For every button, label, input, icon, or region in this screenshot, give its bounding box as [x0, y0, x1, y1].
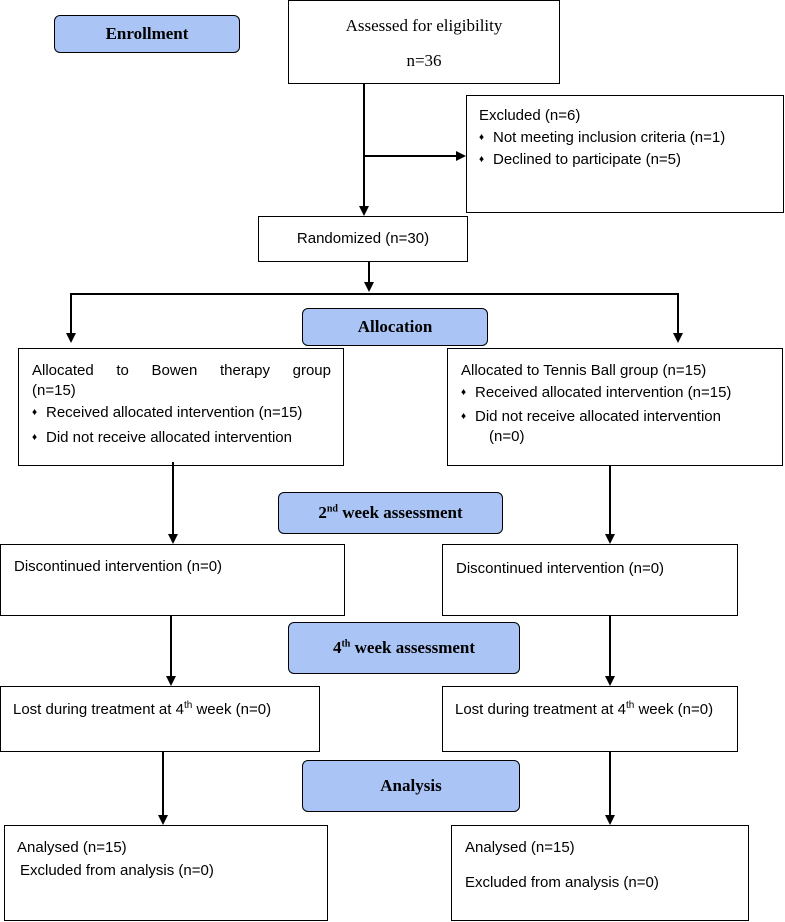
stage-enrollment: Enrollment — [54, 15, 240, 53]
right-received: ♦ Received allocated intervention (n=15) — [461, 384, 732, 401]
right-not-received-n: (n=0) — [489, 428, 525, 445]
randomized-box: Randomized (n=30) — [258, 216, 468, 262]
bullet-icon: ♦ — [461, 411, 467, 422]
right-not-received: ♦ Did not receive allocated intervention — [461, 408, 721, 425]
arrow-right-discontinued — [605, 534, 615, 544]
left-allocated-line1: Allocated to Bowen therapy group — [32, 362, 331, 379]
left-discontinued-box: Discontinued intervention (n=0) — [0, 544, 345, 616]
excluded-item: ♦ Declined to participate (n=5) — [479, 151, 682, 168]
left-allocated-line2: (n=15) — [32, 382, 76, 399]
stage-analysis: Analysis — [302, 760, 520, 812]
arrow-left-discontinued — [168, 534, 178, 544]
right-allocated-box: Allocated to Tennis Ball group (n=15) ♦ … — [447, 348, 783, 466]
left-analysed-box: Analysed (n=15) Excluded from analysis (… — [4, 825, 328, 921]
left-lost-label: Lost during treatment at 4th week (n=0) — [13, 700, 272, 719]
connector-right-alloc-disc — [609, 466, 611, 534]
left-not-received: ♦ Did not receive allocated intervention — [32, 429, 292, 446]
stage-week4-label: 4th week assessment — [332, 638, 476, 657]
arrow-randomized-down — [364, 282, 374, 292]
stage-analysis-label: Analysis — [380, 776, 442, 795]
bullet-icon: ♦ — [32, 407, 38, 418]
stage-enrollment-label: Enrollment — [105, 24, 189, 43]
arrow-left-lost — [166, 676, 176, 686]
stage-week2: 2nd week assessment — [278, 492, 503, 534]
stage-allocation: Allocation — [302, 308, 488, 346]
left-received: ♦ Received allocated intervention (n=15) — [32, 404, 303, 421]
left-allocated-box: Allocated to Bowen therapy group (n=15) … — [18, 348, 344, 466]
connector-left-alloc-disc — [172, 462, 174, 534]
arrow-right-analysed — [605, 815, 615, 825]
left-lost-box: Lost during treatment at 4th week (n=0) — [0, 686, 320, 752]
stage-week4: 4th week assessment — [288, 622, 520, 674]
randomized-label: Randomized (n=30) — [296, 230, 430, 247]
right-lost-label: Lost during treatment at 4th week (n=0) — [455, 700, 714, 719]
arrow-to-excluded — [456, 151, 466, 161]
connector-right-lost-analysed — [609, 752, 611, 815]
arrow-right-allocated — [673, 333, 683, 343]
connector-randomized-down — [368, 262, 370, 282]
assessed-title: Assessed for eligibility — [345, 16, 503, 35]
right-lost-box: Lost during treatment at 4th week (n=0) — [442, 686, 738, 752]
assessed-n: n=36 — [406, 51, 442, 70]
excluded-item: ♦ Not meeting inclusion criteria (n=1) — [479, 129, 726, 146]
right-analysed-box: Analysed (n=15) Excluded from analysis (… — [451, 825, 749, 921]
right-analysed: Analysed (n=15) — [465, 839, 575, 856]
left-excluded-analysis: Excluded from analysis (n=0) — [20, 862, 214, 879]
arrow-left-allocated — [66, 333, 76, 343]
excluded-box: Excluded (n=6) ♦ Not meeting inclusion c… — [466, 95, 784, 213]
connector-assessed-randomized — [363, 84, 365, 206]
connector-right-disc-lost — [609, 616, 611, 676]
arrow-left-analysed — [158, 815, 168, 825]
bullet-icon: ♦ — [479, 154, 485, 165]
right-discontinued-box: Discontinued intervention (n=0) — [442, 544, 738, 616]
connector-left-disc-lost — [170, 616, 172, 676]
arrow-right-lost — [605, 676, 615, 686]
connector-left-down — [70, 293, 72, 333]
connector-split — [70, 293, 678, 295]
connector-right-down — [677, 293, 679, 333]
stage-week2-label: 2nd week assessment — [318, 503, 463, 522]
left-analysed: Analysed (n=15) — [17, 839, 127, 856]
stage-allocation-label: Allocation — [357, 317, 433, 336]
arrow-to-randomized — [359, 206, 369, 216]
assessed-box: Assessed for eligibility n=36 — [288, 0, 560, 84]
connector-left-lost-analysed — [162, 752, 164, 815]
connector-to-excluded — [364, 155, 456, 157]
bullet-icon: ♦ — [32, 432, 38, 443]
right-excluded-analysis: Excluded from analysis (n=0) — [465, 874, 659, 891]
excluded-title: Excluded (n=6) — [479, 107, 581, 124]
right-allocated-title: Allocated to Tennis Ball group (n=15) — [461, 362, 707, 379]
bullet-icon: ♦ — [479, 132, 485, 143]
bullet-icon: ♦ — [461, 387, 467, 398]
